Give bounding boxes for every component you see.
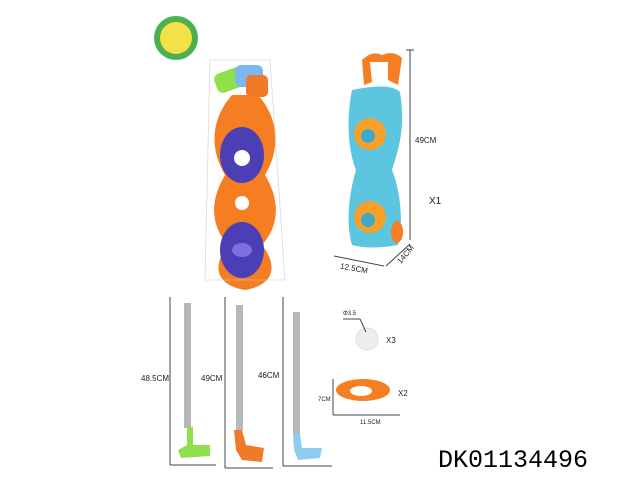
packaged-golf-set xyxy=(154,16,286,290)
club-shaft-2 xyxy=(236,305,243,430)
product-code: DK01134496 xyxy=(438,446,589,475)
club-shaft-3 xyxy=(293,312,300,434)
tee-width: 11.5CM xyxy=(360,420,381,426)
cart-wheel xyxy=(391,221,403,243)
golf-clubs xyxy=(169,297,332,469)
cart-height-label: 49CM xyxy=(415,136,437,145)
club-shaft-1 xyxy=(184,303,191,428)
club-head-3 xyxy=(293,434,322,460)
club-3-length: 46CM xyxy=(258,371,280,380)
club-head-2 xyxy=(234,430,264,462)
cart-quantity-label: X1 xyxy=(429,196,442,207)
bag-ball xyxy=(235,196,249,210)
ball-diameter: Φ3.5 xyxy=(343,311,357,317)
club-head-1 xyxy=(178,427,210,458)
tee-height: 7CM xyxy=(318,397,331,403)
golf-ball xyxy=(355,327,379,351)
cart-handle xyxy=(362,53,402,85)
golf-cart xyxy=(348,53,403,248)
golf-tee xyxy=(332,379,400,416)
club-2-length: 49CM xyxy=(201,374,223,383)
ball-quantity: X3 xyxy=(386,336,396,345)
club-1-length: 48.5CM xyxy=(141,374,170,383)
tee-quantity: X2 xyxy=(398,389,408,398)
